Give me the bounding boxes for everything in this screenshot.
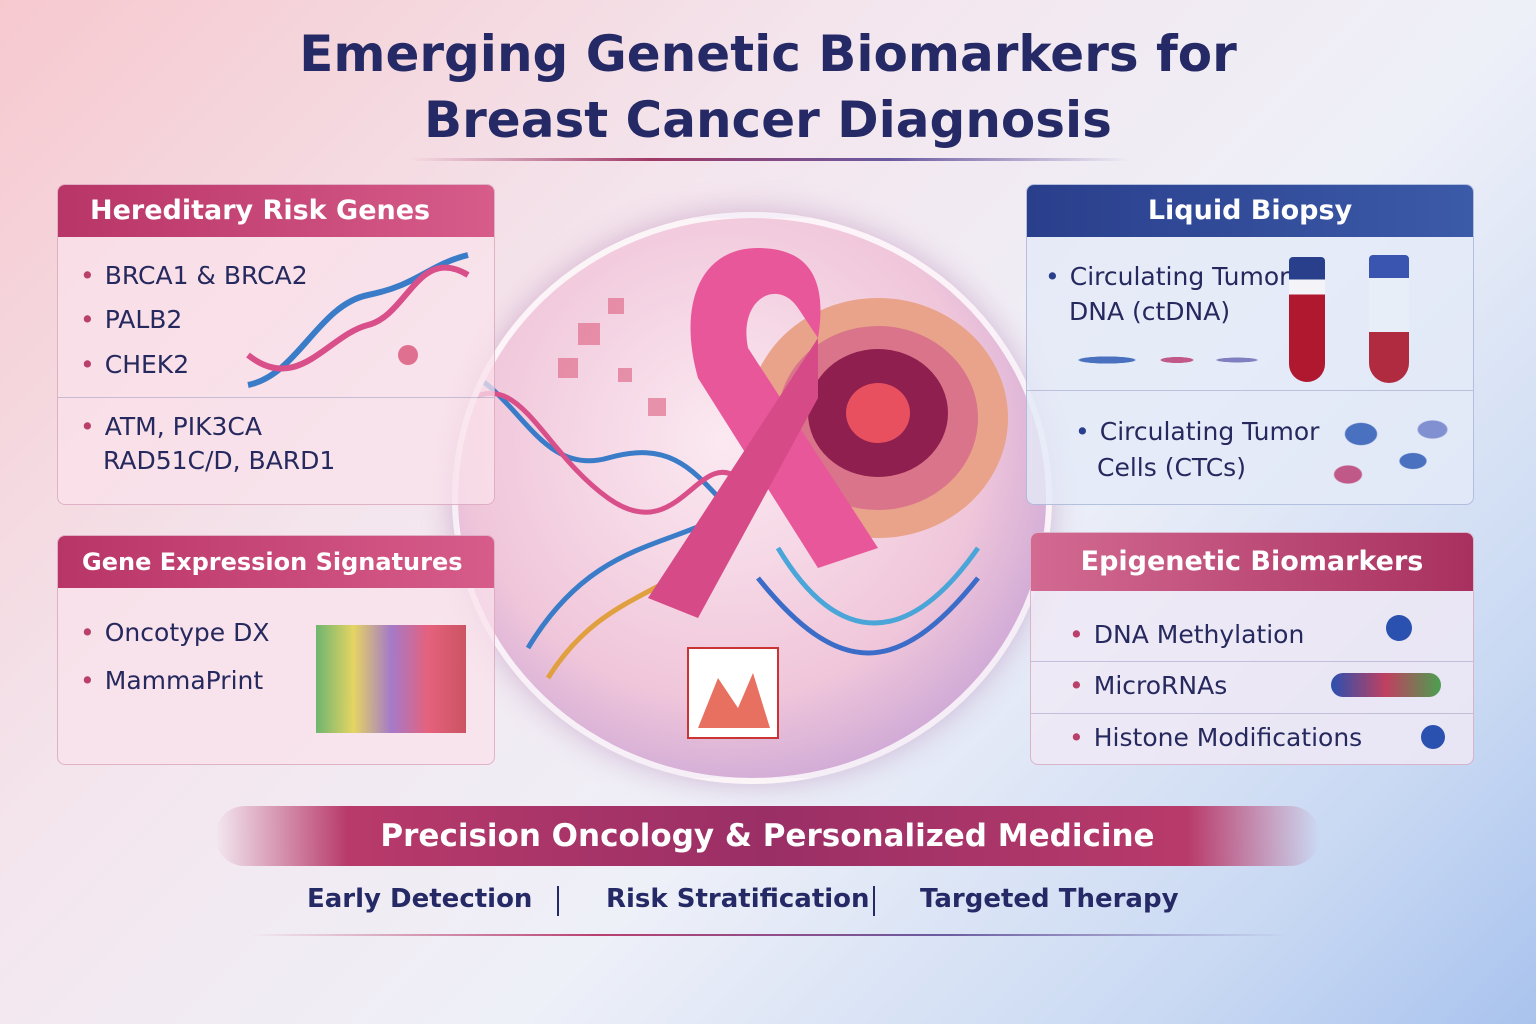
pink-ribbon-icon <box>648 248 878 618</box>
panel-epigenetic: Epigenetic Biomarkers •DNA Methylation •… <box>1030 532 1474 765</box>
heatmap-icon <box>316 625 466 733</box>
dna-helix-icon <box>246 252 470 388</box>
list-item: •CHEK2 <box>80 350 190 379</box>
title-line-1: Emerging Genetic Biomarkers for <box>299 25 1237 83</box>
footer-early-detection: Early Detection <box>307 884 533 914</box>
panel-gene-expression: Gene Expression Signatures •Oncotype DX … <box>57 535 495 765</box>
list-item: •Oncotype DX <box>80 618 270 647</box>
center-illustration <box>452 212 1052 784</box>
divider <box>557 886 559 916</box>
divider <box>873 886 875 916</box>
bottom-line <box>250 934 1290 936</box>
panel-header: Epigenetic Biomarkers <box>1031 533 1473 591</box>
list-item: •DNA Methylation <box>1069 620 1305 649</box>
pixel-squares <box>558 298 666 416</box>
title-underline <box>410 158 1130 161</box>
panel-header: Hereditary Risk Genes <box>58 185 494 237</box>
panel-header: Liquid Biopsy <box>1027 185 1473 237</box>
cells-icon <box>1067 340 1267 380</box>
panel-hereditary-risk-genes: Hereditary Risk Genes •BRCA1 & BRCA2 •PA… <box>57 184 495 505</box>
blood-tube-icon <box>1289 257 1325 382</box>
list-item: •BRCA1 & BRCA2 <box>80 261 308 290</box>
tumor-cells-icon <box>1322 407 1452 497</box>
chart-window-icon <box>687 647 779 739</box>
list-item-continued: RAD51C/D, BARD1 <box>103 446 336 475</box>
list-item: •PALB2 <box>80 305 183 334</box>
dna-helix-icon <box>458 365 981 680</box>
list-item: •MammaPrint <box>80 666 264 695</box>
list-item-continued: Cells (CTCs) <box>1097 453 1246 482</box>
list-item: •ATM, PIK3CA <box>80 412 262 441</box>
footer-risk-stratification: Risk Stratification <box>606 884 870 914</box>
title-line-2: Breast Cancer Diagnosis <box>424 91 1112 149</box>
panel-liquid-biopsy: Liquid Biopsy •Circulating Tumor DNA (ct… <box>1026 184 1474 505</box>
list-item: •Histone Modifications <box>1069 723 1363 752</box>
precision-oncology-banner: Precision Oncology & Personalized Medici… <box>215 806 1320 866</box>
blood-tube-icon <box>1369 255 1409 383</box>
list-item: •Circulating Tumor <box>1075 417 1320 446</box>
histone-icon <box>1421 725 1445 749</box>
list-item: •MicroRNAs <box>1069 671 1228 700</box>
footer-targeted-therapy: Targeted Therapy <box>920 884 1179 914</box>
methylation-icon <box>1386 615 1412 641</box>
microrna-icon <box>1331 673 1441 697</box>
panel-header: Gene Expression Signatures <box>58 536 494 588</box>
list-item-continued: DNA (ctDNA) <box>1069 297 1231 326</box>
list-item: •Circulating Tumor <box>1045 262 1290 291</box>
